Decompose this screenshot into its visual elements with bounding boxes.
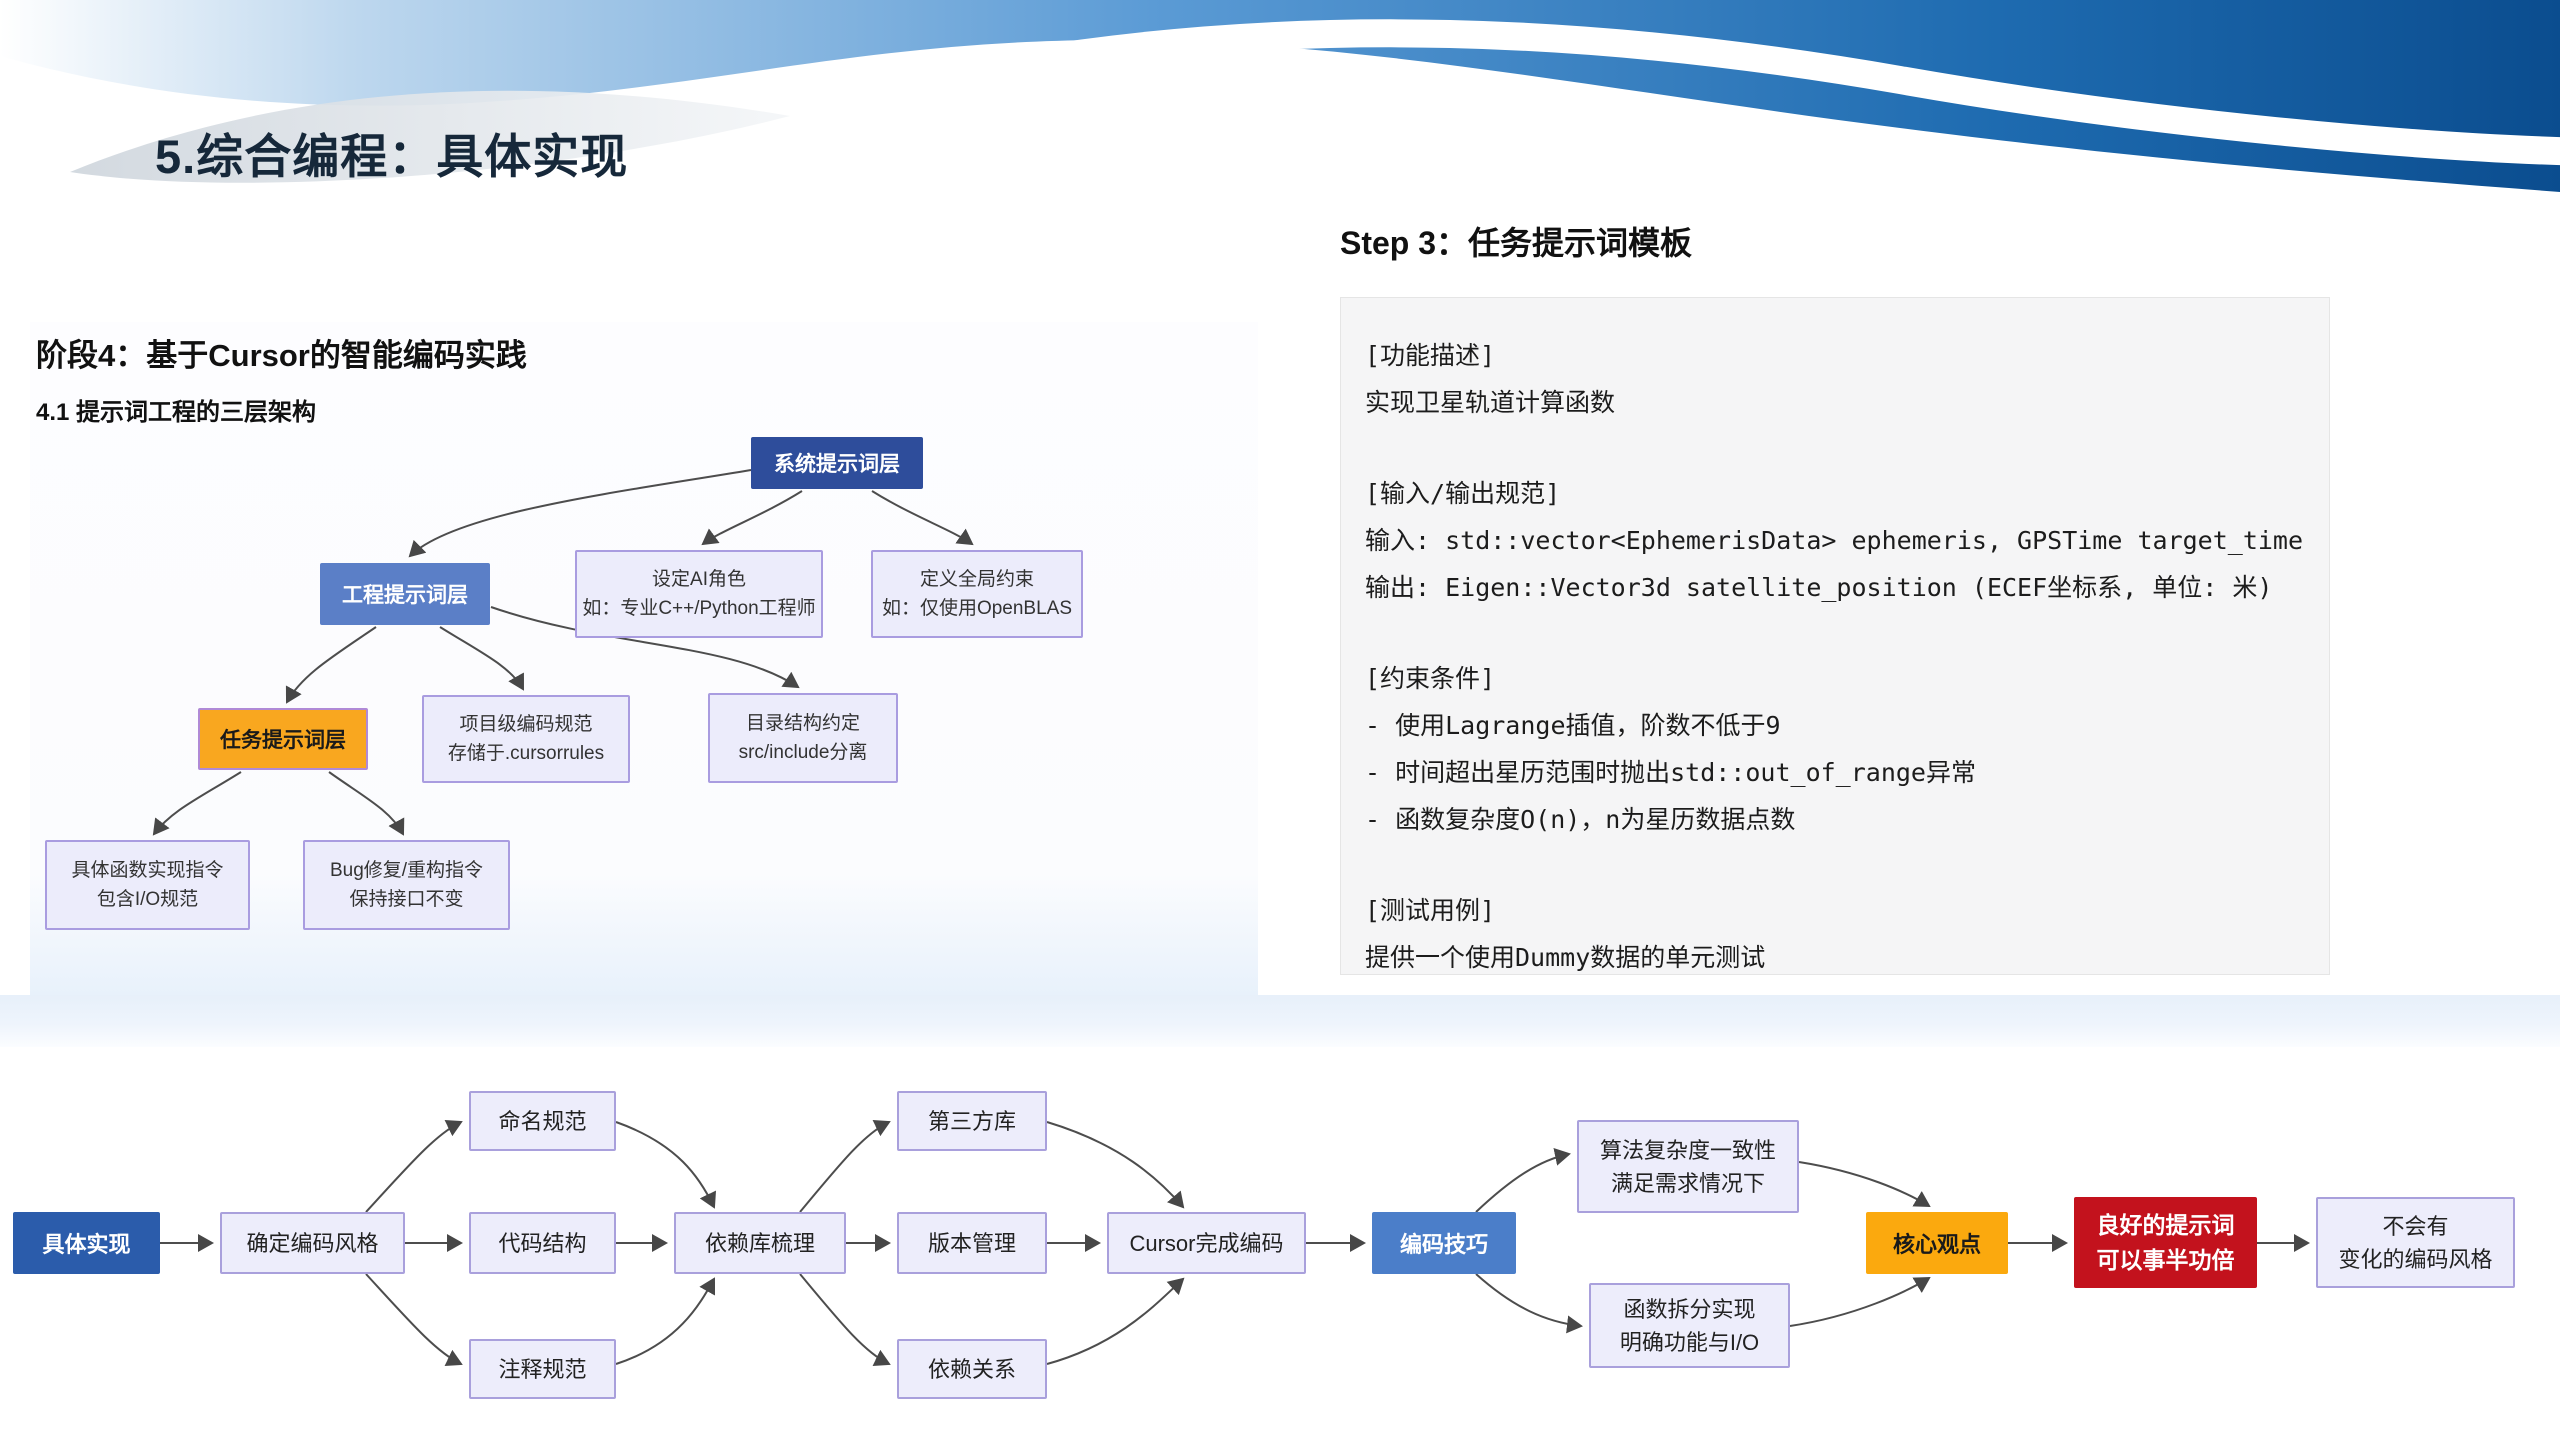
section-test-case: [测试用例] 提供一个使用Dummy数据的单元测试 — [1365, 887, 2305, 981]
flow-node-cursor-coding: Cursor完成编码 — [1107, 1212, 1306, 1274]
step3-heading: Step 3：任务提示词模板 — [1340, 225, 1693, 261]
flow-node-dependency-rel: 依赖关系 — [897, 1339, 1047, 1399]
slide-header-banner: 5.综合编程：具体实现 — [0, 0, 2560, 210]
section-function-desc: [功能描述] 实现卫星轨道计算函数 — [1365, 332, 2305, 426]
section-line: - 使用Lagrange插值，阶数不低于9 — [1365, 711, 1781, 740]
section-line: - 函数复杂度O(n)，n为星历数据点数 — [1365, 805, 1796, 834]
section-line: - 时间超出星历范围时抛出std::out_of_range异常 — [1365, 758, 1976, 787]
flow-node-third-party-lib: 第三方库 — [897, 1091, 1047, 1151]
node-dir-structure: 目录结构约定 src/include分离 — [708, 693, 898, 783]
node-global-constraint: 定义全局约束 如：仅使用OpenBLAS — [871, 550, 1083, 638]
flow-node-version-mgmt: 版本管理 — [897, 1212, 1047, 1274]
flow-node-algo-complexity: 算法复杂度一致性 满足需求情况下 — [1577, 1120, 1799, 1213]
flow-node-comment-rules: 注释规范 — [469, 1339, 616, 1399]
section-tag: [输入/输出规范] — [1365, 479, 1561, 508]
section-line: 实现卫星轨道计算函数 — [1365, 388, 1616, 417]
section-io-spec: [输入/输出规范] 输入: std::vector<EphemerisData>… — [1365, 470, 2305, 611]
node-task-prompt-layer: 任务提示词层 — [198, 708, 368, 770]
divider-band — [0, 995, 2560, 1047]
flow-node-naming-rules: 命名规范 — [469, 1091, 616, 1151]
flow-node-good-prompt: 良好的提示词 可以事半功倍 — [2074, 1197, 2257, 1288]
node-bugfix-instruction: Bug修复/重构指令 保持接口不变 — [303, 840, 510, 930]
section-tag: [功能描述] — [1365, 341, 1496, 370]
section-line: 输入: std::vector<EphemerisData> ephemeris… — [1365, 526, 2304, 555]
flow-node-coding-style: 确定编码风格 — [220, 1212, 405, 1274]
banner-wave-graphic — [0, 0, 2560, 192]
node-func-instruction: 具体函数实现指令 包含I/O规范 — [45, 840, 250, 930]
node-project-prompt-layer: 工程提示词层 — [320, 563, 490, 625]
section-line: 提供一个使用Dummy数据的单元测试 — [1365, 943, 1766, 972]
prompt-template-panel: [功能描述] 实现卫星轨道计算函数 [输入/输出规范] 输入: std::vec… — [1340, 297, 2330, 975]
section-tag: [测试用例] — [1365, 896, 1496, 925]
node-coding-standard: 项目级编码规范 存储于.cursorrules — [422, 695, 630, 783]
node-system-prompt-layer: 系统提示词层 — [751, 437, 923, 489]
stage-heading: 阶段4：基于Cursor的智能编码实践 — [36, 338, 527, 373]
section-tag: [约束条件] — [1365, 664, 1496, 693]
flow-node-code-structure: 代码结构 — [469, 1212, 616, 1274]
flow-node-coding-skills: 编码技巧 — [1372, 1212, 1516, 1274]
flow-node-func-split: 函数拆分实现 明确功能与I/O — [1589, 1283, 1790, 1368]
page-title: 5.综合编程：具体实现 — [155, 130, 629, 183]
section-constraints: [约束条件] - 使用Lagrange插值，阶数不低于9 - 时间超出星历范围时… — [1365, 655, 2305, 843]
stage-subheading: 4.1 提示词工程的三层架构 — [36, 399, 317, 426]
flow-node-concrete-impl: 具体实现 — [13, 1212, 160, 1274]
node-ai-role: 设定AI角色 如：专业C++/Python工程师 — [575, 550, 823, 638]
section-line: 输出: Eigen::Vector3d satellite_position (… — [1365, 573, 2273, 602]
flow-node-no-style-change: 不会有 变化的编码风格 — [2316, 1197, 2515, 1288]
flow-node-core-view: 核心观点 — [1866, 1212, 2008, 1274]
flow-node-dependency-review: 依赖库梳理 — [674, 1212, 846, 1274]
